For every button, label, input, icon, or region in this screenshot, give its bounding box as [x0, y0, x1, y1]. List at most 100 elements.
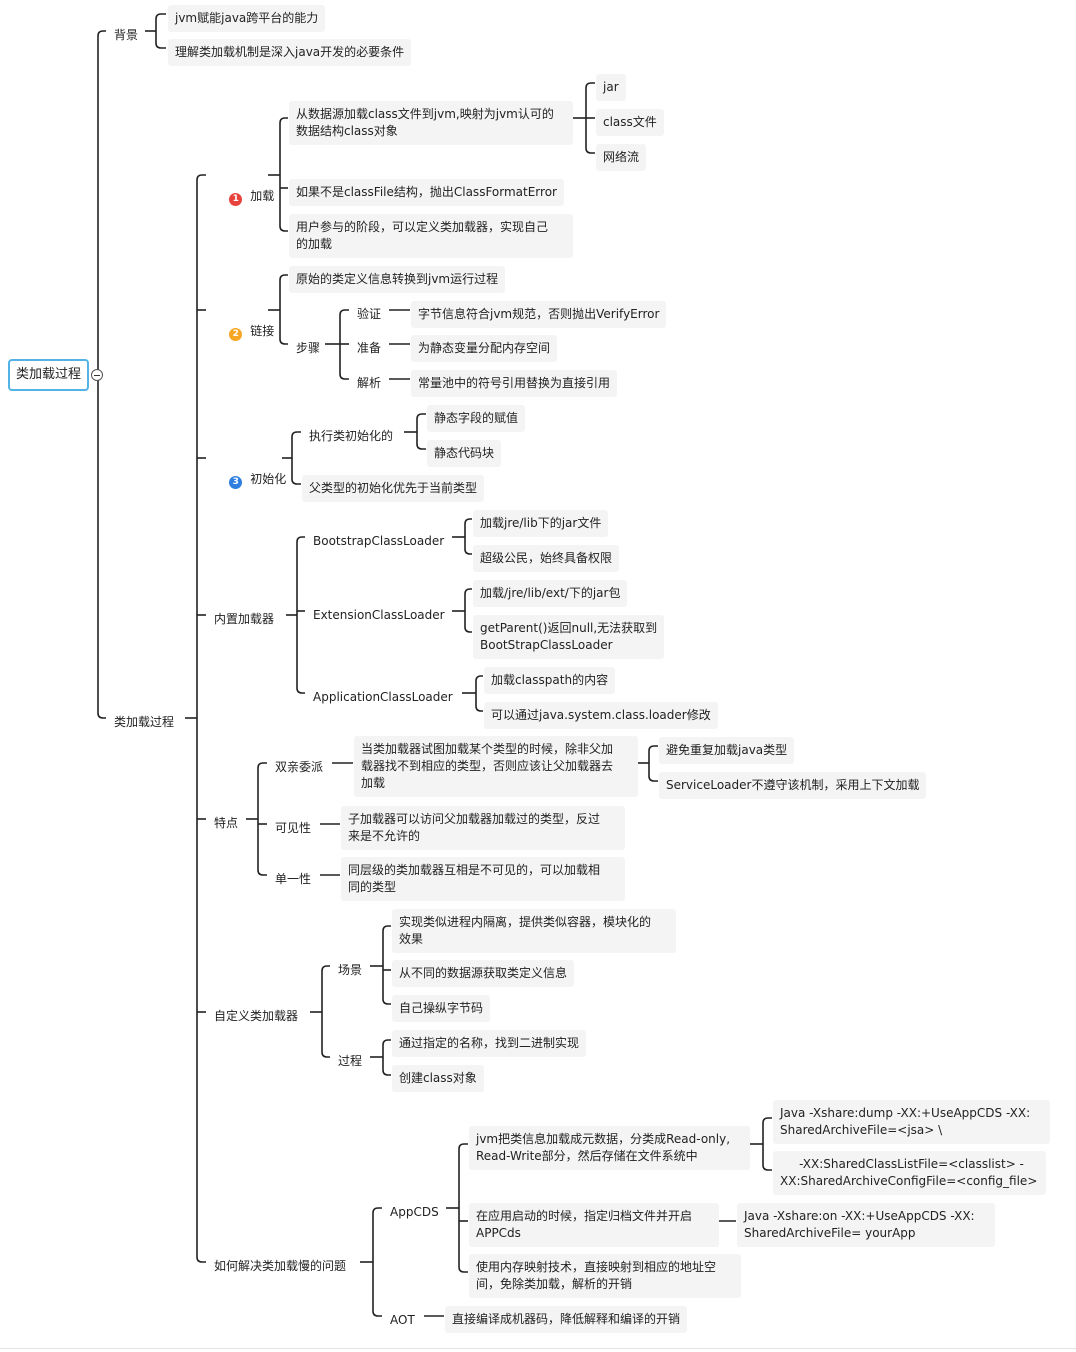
connector-branch: [339, 309, 349, 316]
node-extension[interactable]: ExtensionClassLoader: [313, 608, 445, 622]
node-application[interactable]: ApplicationClassLoader: [313, 690, 453, 704]
node-loading-error[interactable]: 如果不是classFile结构，抛出ClassFormatError: [289, 179, 564, 206]
connector-branch: [296, 687, 305, 694]
node-appcds-run-cmd[interactable]: Java -Xshare:on -XX:+UseAppCDS -XX: Shar…: [737, 1203, 995, 1247]
node-delegation-item-2[interactable]: ServiceLoader不遵守该机制，采用上下文加载: [659, 772, 927, 799]
connector-branch: [585, 82, 595, 89]
node-appcds-mmap[interactable]: 使用内存映射技术，直接映射到相应的地址空 间，免除类加载，解析的开销: [469, 1254, 741, 1298]
connector-branch: [196, 1256, 206, 1263]
connector-branch: [458, 1266, 468, 1273]
node-bootstrap-item-1[interactable]: 加载jre/lib下的jar文件: [473, 510, 609, 537]
connector-branch: [382, 1039, 391, 1046]
connector-branch: [648, 745, 658, 752]
root-node[interactable]: 类加载过程: [8, 359, 89, 391]
node-delegation[interactable]: 双亲委派: [275, 760, 324, 774]
node-scene-3[interactable]: 自己操纵字节码: [392, 995, 491, 1022]
connector-branch: [464, 518, 472, 525]
node-init-static-field[interactable]: 静态字段的赋值: [427, 405, 526, 432]
connector-branch: [648, 775, 658, 782]
node-features[interactable]: 特点: [214, 816, 239, 830]
node-scene-2[interactable]: 从不同的数据源获取类定义信息: [392, 960, 575, 987]
node-custom-step-1[interactable]: 通过指定的名称，找到二进制实现: [392, 1030, 587, 1057]
node-extension-item-2[interactable]: getParent()返回null,无法获取到 BootStrapClassLo…: [473, 615, 665, 659]
node-step-verify[interactable]: 验证: [357, 307, 382, 321]
node-visibility-desc[interactable]: 子加载器可以访问父加载器加载过的类型，反过 来是不允许的: [341, 806, 625, 850]
node-appcds-metadata[interactable]: jvm把类信息加载成元数据，分类成Read-only, Read-Write部分…: [469, 1126, 750, 1170]
node-init-exec[interactable]: 执行类初始化的: [309, 429, 394, 443]
node-linking-convert[interactable]: 原始的类定义信息转换到jvm运行过程: [289, 266, 506, 293]
connector-branch: [372, 1310, 382, 1317]
node-slow[interactable]: 如何解决类加载慢的问题: [214, 1259, 347, 1273]
connector-branch: [279, 338, 288, 345]
connector-branch: [464, 588, 472, 595]
node-step-verify-desc[interactable]: 字节信息符合jvm规范，否则抛出VerifyError: [411, 301, 667, 328]
node-step-prepare[interactable]: 准备: [357, 341, 382, 355]
node-application-item-2[interactable]: 可以通过java.system.class.loader修改: [484, 702, 718, 729]
connector-branch: [155, 42, 166, 49]
node-linking-label: 链接: [250, 324, 275, 338]
connector-branch: [97, 30, 106, 37]
node-custom-loader[interactable]: 自定义类加载器: [214, 1009, 299, 1023]
node-source-jar[interactable]: jar: [596, 74, 626, 101]
connector-branch: [279, 225, 288, 232]
number-1-icon: 1: [229, 193, 243, 206]
connector-branch: [291, 431, 301, 438]
connector-branch: [296, 536, 305, 543]
node-visibility[interactable]: 可见性: [275, 821, 312, 835]
connector-branch: [458, 1143, 468, 1150]
number-3-icon: 3: [229, 476, 243, 489]
node-appcds-startup[interactable]: 在应用启动的时候，指定归档文件并开启 APPCds: [469, 1203, 719, 1247]
node-aot[interactable]: AOT: [390, 1313, 415, 1327]
connector-branch: [279, 117, 288, 124]
node-builtin[interactable]: 内置加载器: [214, 612, 275, 626]
node-custom-steps[interactable]: 过程: [338, 1054, 363, 1068]
connector-branch: [279, 274, 288, 281]
bottom-divider: [0, 1348, 1076, 1349]
collapse-toggle-icon[interactable]: [91, 369, 103, 381]
connector-branch: [196, 174, 206, 181]
connector-branch: [97, 712, 106, 719]
node-step-resolve-desc[interactable]: 常量池中的符号引用替换为直接引用: [411, 370, 618, 397]
node-step-resolve[interactable]: 解析: [357, 376, 382, 390]
connector-branch: [257, 762, 267, 769]
node-init-label: 初始化: [250, 472, 287, 486]
node-custom-scenes[interactable]: 场景: [338, 963, 363, 977]
node-bootstrap[interactable]: BootstrapClassLoader: [313, 534, 445, 548]
node-background[interactable]: 背景: [114, 28, 139, 42]
node-aot-desc[interactable]: 直接编译成机器码，降低解释和编译的开销: [445, 1306, 688, 1333]
node-loading-mapping[interactable]: 从数据源加载class文件到jvm,映射为jvm认可的 数据结构class对象: [289, 101, 573, 145]
connector-branch: [321, 1051, 330, 1058]
node-init-parent-first[interactable]: 父类型的初始化优先于当前类型: [302, 475, 485, 502]
connector-branch: [762, 1164, 772, 1171]
node-delegation-item-1[interactable]: 避免重复加载java类型: [659, 737, 795, 764]
connector-branch: [464, 626, 472, 633]
connector-branch: [464, 548, 472, 555]
node-init[interactable]: 3 初始化: [207, 449, 293, 511]
connector-branch: [321, 965, 330, 972]
node-appcds-dump-cmd[interactable]: Java -Xshare:dump -XX:+UseAppCDS -XX: Sh…: [773, 1100, 1050, 1144]
connector-branch: [475, 675, 483, 682]
node-source-network[interactable]: 网络流: [596, 144, 647, 171]
node-loading-custom[interactable]: 用户参与的阶段，可以定义类加载器，实现自己 的加载: [289, 214, 573, 258]
node-bg-item-1[interactable]: jvm赋能java跨平台的能力: [168, 5, 326, 32]
node-bootstrap-item-2[interactable]: 超级公民，始终具备权限: [473, 545, 620, 572]
connector-branch: [382, 1069, 391, 1076]
node-bg-item-2[interactable]: 理解类加载机制是深入java开发的必要条件: [168, 39, 412, 66]
connector-branch: [372, 1207, 382, 1214]
node-custom-step-2[interactable]: 创建class对象: [392, 1065, 484, 1092]
node-step-prepare-desc[interactable]: 为静态变量分配内存空间: [411, 335, 558, 362]
node-delegation-desc[interactable]: 当类加载器试图加载某个类型的时候，除非父加 载器找不到相应的类型，否则应该让父加…: [354, 736, 638, 797]
node-appcds-list-cmd[interactable]: -XX:SharedClassListFile=<classlist> - XX…: [773, 1151, 1046, 1195]
node-uniqueness[interactable]: 单一性: [275, 872, 312, 886]
node-init-static-block[interactable]: 静态代码块: [427, 440, 502, 467]
node-appcds[interactable]: AppCDS: [390, 1205, 439, 1219]
node-extension-item-1[interactable]: 加载/jre/lib/ext/下的jar包: [473, 580, 628, 607]
node-linking-steps[interactable]: 步骤: [296, 341, 321, 355]
node-uniqueness-desc[interactable]: 同层级的类加载器互相是不可见的，可以加载相 同的类型: [341, 857, 625, 901]
node-application-item-1[interactable]: 加载classpath的内容: [484, 667, 616, 694]
node-process[interactable]: 类加载过程: [114, 715, 175, 729]
node-scene-1[interactable]: 实现类似进程内隔离，提供类似容器，模块化的 效果: [392, 909, 676, 953]
node-source-class[interactable]: class文件: [596, 109, 664, 136]
